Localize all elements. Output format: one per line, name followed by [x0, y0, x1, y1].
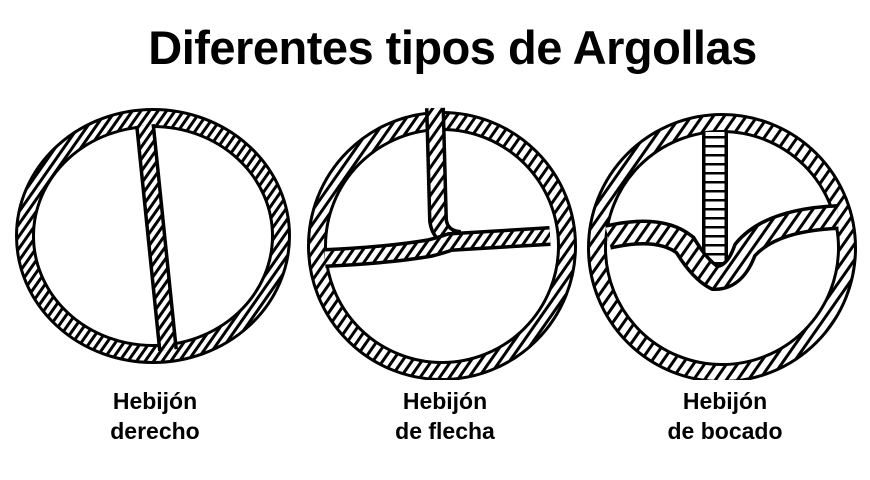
- label-line2: de bocado: [667, 418, 783, 444]
- diagram-bit-buckle-ring: Hebijón de bocado: [580, 100, 870, 460]
- label-line2: de flecha: [395, 418, 495, 444]
- label-line1: Hebijón: [402, 388, 488, 414]
- label-line2: derecho: [110, 418, 200, 444]
- ring-bit-bar-icon: [587, 113, 857, 380]
- label-line1: Hebijón: [682, 388, 768, 414]
- ring-arrow-bar-icon: [307, 107, 577, 380]
- ring-straight-bar-icon: [15, 108, 291, 364]
- diagram-arrow-buckle-ring: Hebijón de flecha: [300, 100, 590, 460]
- page-title: Diferentes tipos de Argollas: [148, 21, 757, 74]
- diagram-straight-buckle-ring: Hebijón derecho: [10, 100, 300, 460]
- label-line1: Hebijón: [112, 388, 198, 414]
